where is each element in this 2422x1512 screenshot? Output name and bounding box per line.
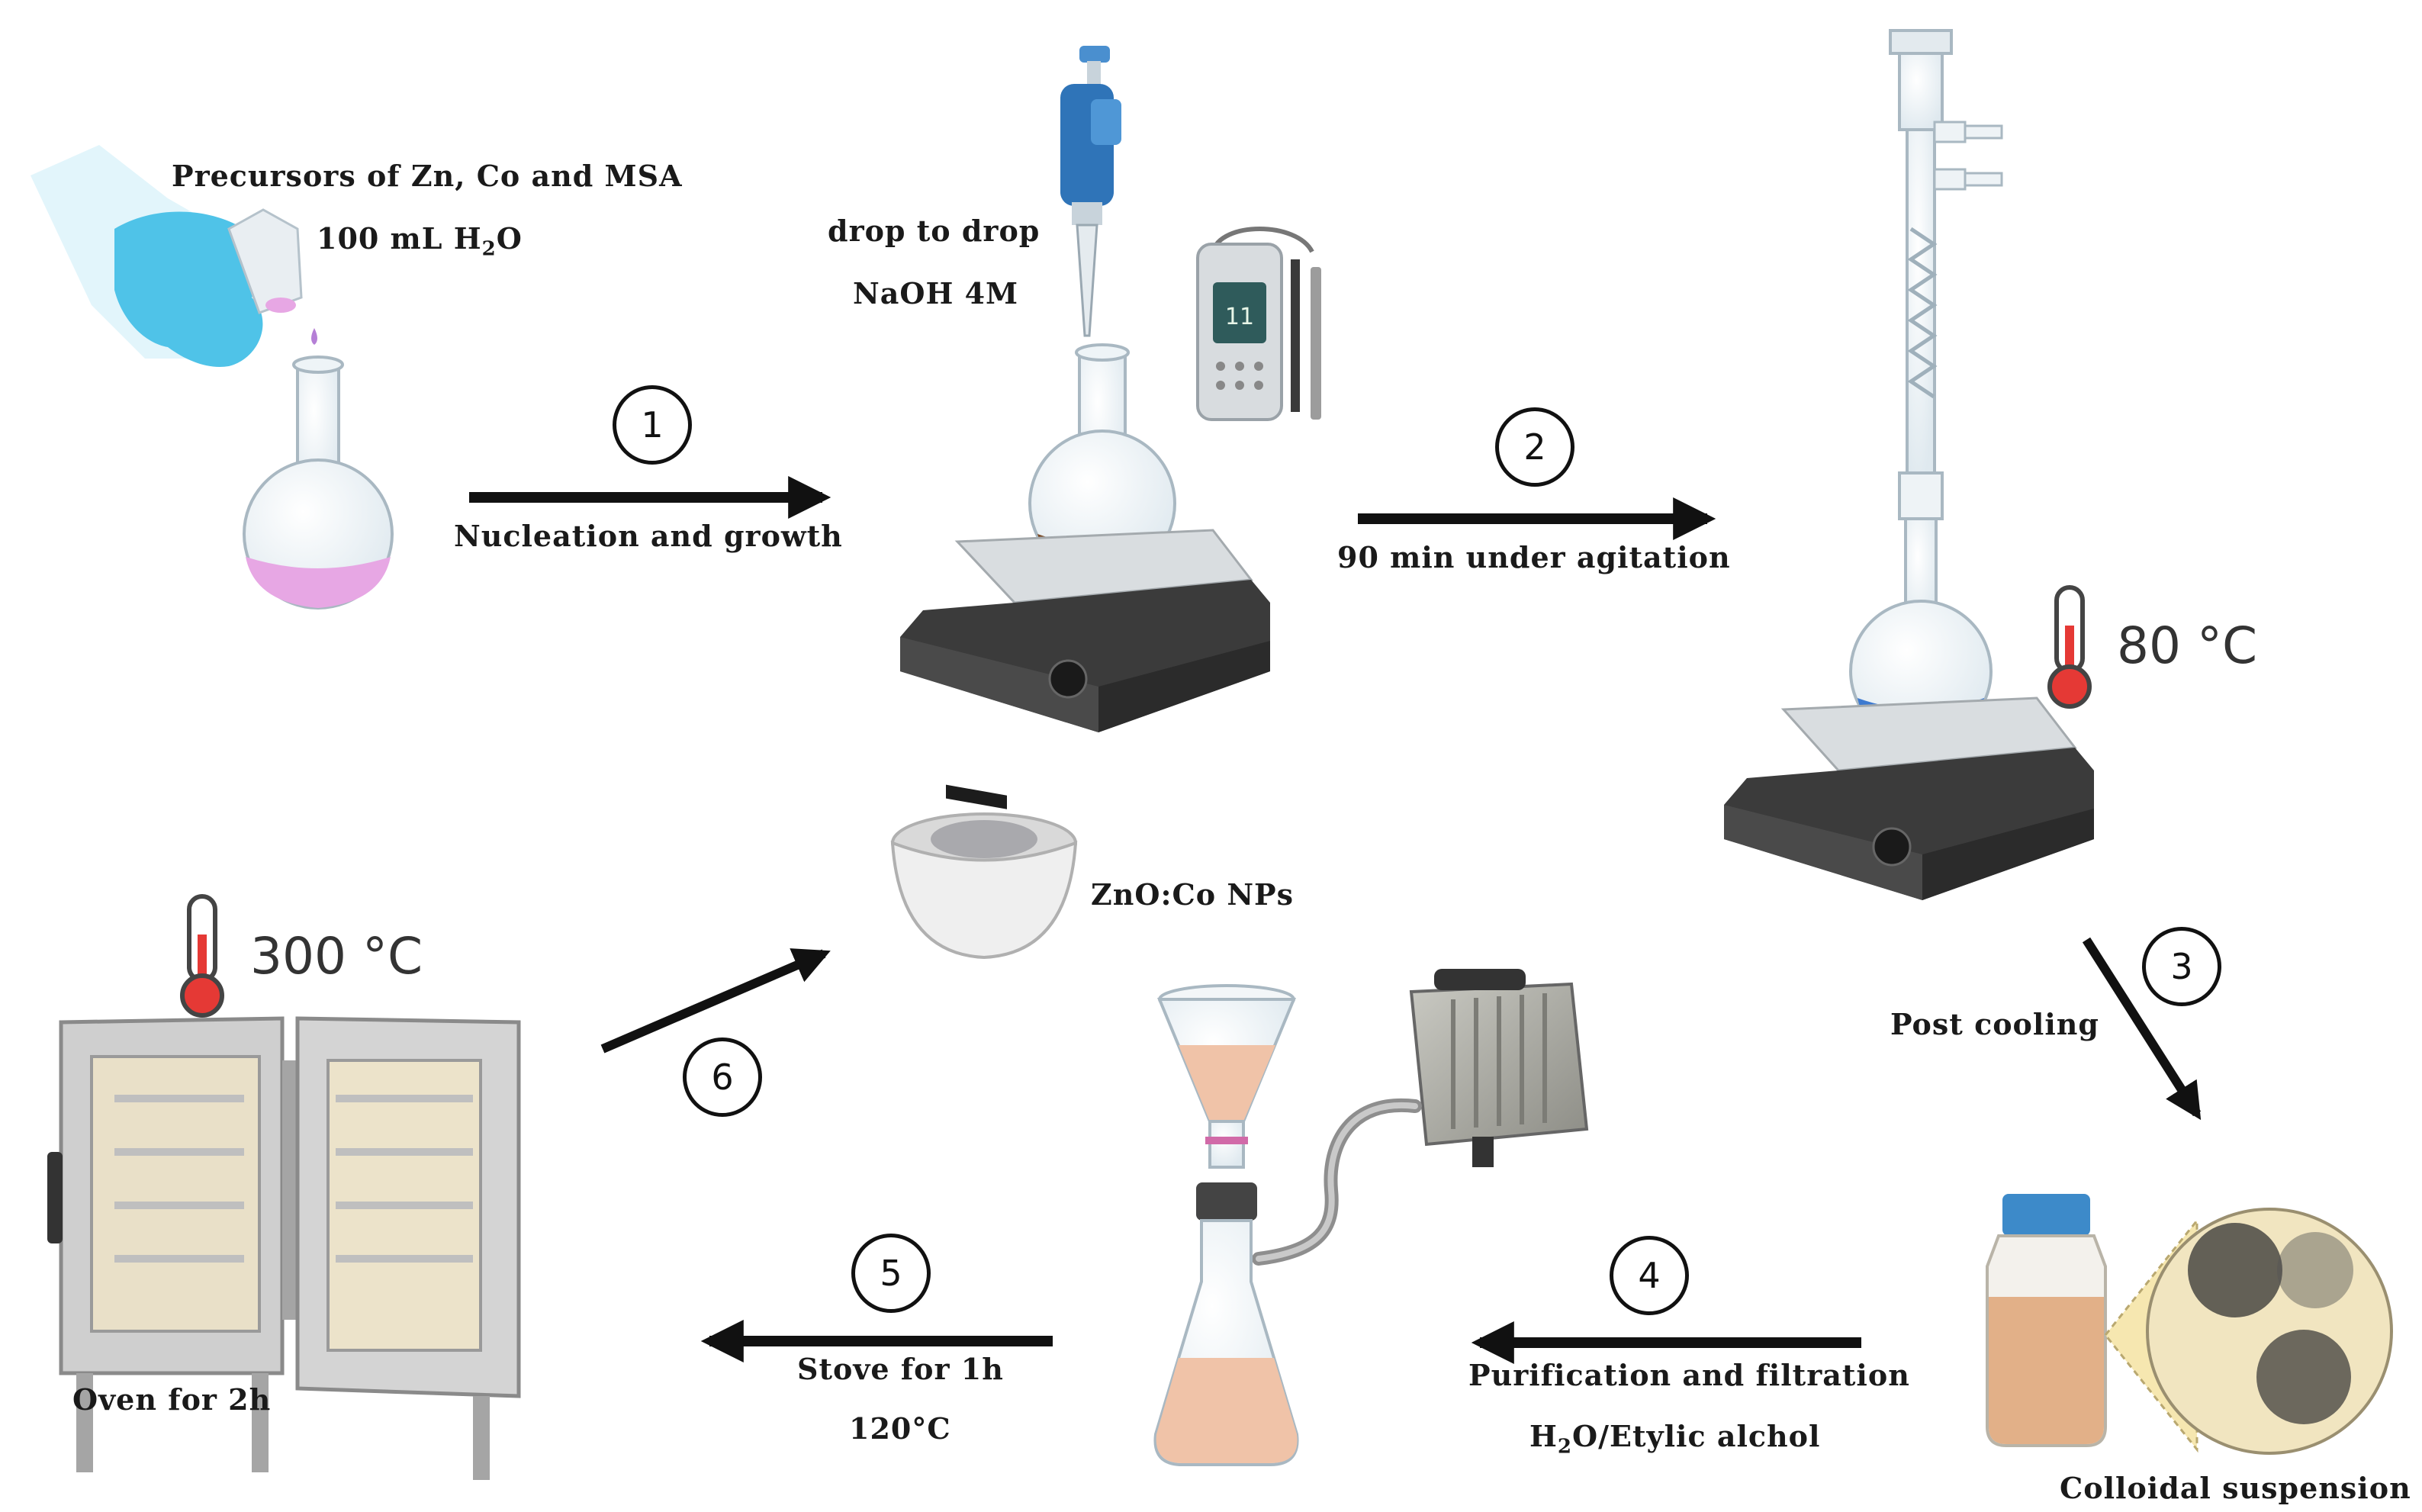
arrow-step-6	[600, 948, 831, 1054]
ph-value-readout: 11	[1225, 304, 1254, 330]
vacuum-pump-icon	[1409, 969, 1589, 1167]
step-number-4: 4	[1610, 1236, 1689, 1315]
round-bottom-flask-pink	[243, 355, 394, 610]
water-volume-label: 100 mL H2O	[317, 221, 523, 261]
magnified-particles-icon	[2104, 1208, 2393, 1455]
step-1-label: Nucleation and growth	[454, 519, 843, 553]
water-volume-text: 100 mL H	[317, 221, 482, 256]
micropipette-icon	[1060, 46, 1121, 337]
water-subscript: 2	[481, 237, 497, 261]
step-5-label: Stove for 1h	[797, 1352, 1004, 1386]
oven-label: Oven for 2h	[72, 1382, 272, 1417]
step-5-sublabel: 120°C	[849, 1411, 951, 1446]
reflux-temperature-label: 80 °C	[2117, 616, 2258, 675]
hotplate-stirrer-1	[900, 529, 1270, 809]
colloid-bottle-icon	[1986, 1194, 2107, 1447]
naoh-label: NaOH 4M	[853, 276, 1019, 310]
step-4-subscript: 2	[1557, 1435, 1572, 1459]
step-number-6: 6	[683, 1037, 762, 1117]
product-bowl-icon	[890, 812, 1078, 960]
gloved-hand-icon	[31, 145, 303, 367]
thermometer-300-icon	[180, 894, 224, 1018]
step-number-2: 2	[1495, 407, 1574, 487]
precursors-label: Precursors of Zn, Co and MSA	[172, 159, 683, 193]
thermometer-80-icon	[2047, 585, 2092, 709]
arrow-step-3	[2082, 937, 2202, 1121]
oven-temperature-label: 300 °C	[250, 927, 423, 986]
step-4-sublabel-rest: O/Etylic alchol	[1572, 1419, 1821, 1453]
filtration-funnel-flask	[1153, 984, 1299, 1466]
oven-icon	[47, 1016, 521, 1480]
water-volume-rest: O	[496, 221, 523, 256]
step-number-3: 3	[2142, 927, 2221, 1006]
product-label: ZnO:Co NPs	[1091, 877, 1295, 912]
step-number-1: 1	[613, 385, 692, 465]
colloid-label: Colloidal suspension	[2060, 1471, 2411, 1505]
step-4-sublabel: H2O/Etylic alchol	[1529, 1419, 1820, 1459]
step-3-label: Post cooling	[1890, 1007, 2099, 1041]
step-2-label: 90 min under agitation	[1337, 540, 1731, 574]
step-4-sublabel-text: H	[1529, 1419, 1558, 1453]
vacuum-hose-icon	[1252, 1098, 1422, 1266]
step-4-label: Purification and filtration	[1468, 1358, 1910, 1392]
reflux-condenser-icon	[1889, 29, 2003, 627]
ph-meter-icon: 11	[1196, 227, 1321, 421]
step-number-5: 5	[851, 1234, 931, 1313]
drop-to-drop-label: drop to drop	[828, 214, 1041, 248]
hotplate-stirrer-2	[1724, 696, 2094, 900]
